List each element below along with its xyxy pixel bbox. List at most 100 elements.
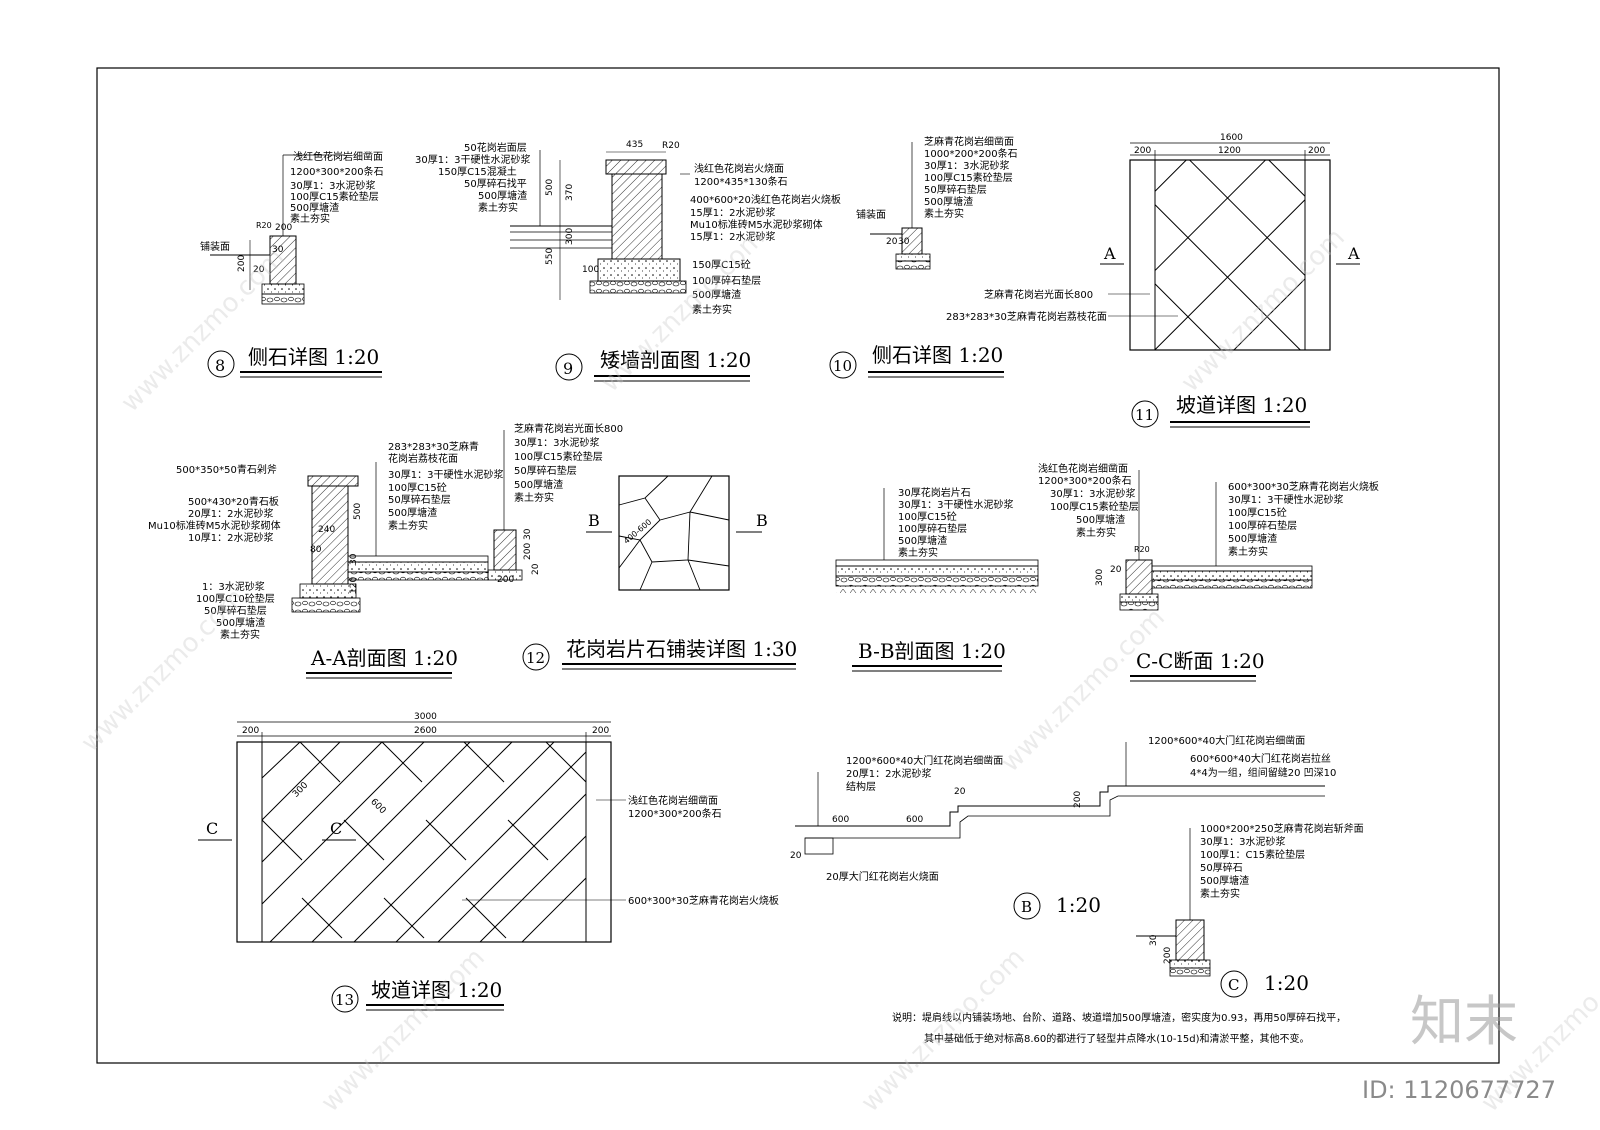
detail-b-steps: 1200*600*40大门红花岗岩细凿面 20厚1：2水泥砂浆 结构层 1200…	[790, 734, 1336, 920]
ramp-plan-13	[236, 741, 612, 943]
cc-curb	[1125, 559, 1153, 595]
d9-right-4: Mu10标准砖M5水泥砂浆砌体	[690, 218, 823, 231]
cc-dim-0: R20	[1134, 545, 1150, 554]
d12-num: 12	[526, 649, 545, 667]
wall-body	[611, 173, 663, 260]
aa-right-1: 30厚1：3水泥砂浆	[514, 436, 599, 449]
aa-mid-1: 花岗岩荔枝花面	[388, 452, 458, 465]
d10-label-0: 芝麻青花岗岩细凿面	[924, 135, 1014, 148]
aa-left-2: 20厚1：2水泥砂浆	[188, 507, 273, 520]
d10-label-4: 50厚碎石垫层	[924, 183, 987, 196]
d9-left-1: 30厚1：3干硬性水泥砂浆	[415, 153, 530, 166]
aa-left-4: 10厚1：2水泥砂浆	[188, 531, 273, 544]
cc-left-2: 30厚1：3水泥砂浆	[1050, 487, 1135, 500]
aa-mid-0: 283*283*30芝麻青	[388, 440, 479, 453]
d9-bottom-3: 素土夯实	[692, 303, 732, 316]
d13-section-right: C	[330, 819, 342, 838]
aa-title: A-A剖面图 1:20	[310, 646, 458, 670]
c-label-5: 素土夯实	[1200, 887, 1240, 900]
detail-13: 3000 200 2600 200 C C 300 600 浅红色花岗岩细凿面 …	[198, 712, 779, 1013]
d9-bottom-2: 500厚塘渣	[692, 288, 741, 301]
d8-dim-2: 200	[237, 255, 247, 272]
d11-num: 11	[1135, 406, 1154, 424]
aa-mid-5: 500厚塘渣	[388, 506, 437, 519]
detail-c: 1000*200*250芝麻青花岗岩斩斧面 30厚1：3水泥砂浆 100厚1：C…	[1136, 822, 1364, 998]
general-note-line-2: 其中基础低于绝对标高8.60的都进行了轻型井点降水(10-15d)和清淤平整，其…	[924, 1032, 1309, 1045]
d12-section-left: B	[588, 511, 600, 530]
b-tr-1: 600*600*40大门红花岗岩拉丝	[1190, 752, 1331, 765]
bb-label-4: 500厚塘渣	[898, 534, 947, 547]
wall-cap	[605, 159, 667, 175]
c-dim-1: 200	[1163, 947, 1173, 964]
cc-left-4: 500厚塘渣	[1076, 513, 1125, 526]
d9-num: 9	[563, 359, 573, 378]
d10-label-6: 素土夯实	[924, 207, 964, 220]
d9-right-5: 15厚1：2水泥砂浆	[690, 230, 775, 243]
cc-left-5: 素土夯实	[1076, 526, 1116, 539]
d9-right-0: 浅红色花岗岩火烧面	[694, 162, 784, 175]
b-dim-2: 20	[954, 787, 966, 797]
cc-dim-1: 300	[1095, 569, 1105, 586]
d8-dim-0: 200	[275, 223, 292, 233]
d8-label-1: 1200*300*200条石	[290, 165, 384, 178]
cc-right-3: 100厚碎石垫层	[1228, 519, 1297, 532]
d11-dim-3: 200	[1308, 146, 1325, 156]
d8-label-2: 30厚1：3水泥砂浆	[290, 179, 375, 192]
b-dim-3: 20	[790, 851, 802, 861]
curb-stone	[269, 235, 297, 285]
watermark-id: ID: 1120677727	[1362, 1076, 1556, 1104]
c-label-0: 1000*200*250芝麻青花岗岩斩斧面	[1200, 822, 1364, 835]
aa-lb-2: 50厚碎石垫层	[204, 604, 267, 617]
b-bottom: 20厚大门红花岗岩火烧面	[826, 870, 939, 883]
bb-label-3: 100厚碎石垫层	[898, 522, 967, 535]
cc-right-1: 30厚1：3干硬性水泥砂浆	[1228, 493, 1343, 506]
bb-title: B-B剖面图 1:20	[858, 639, 1006, 663]
d13-dim-2: 2600	[414, 726, 437, 736]
aa-mid-4: 50厚碎石垫层	[388, 493, 451, 506]
d9-left-5: 素土夯实	[478, 201, 518, 214]
d12-section-right: B	[756, 511, 768, 530]
detail-8: 浅红色花岗岩细凿面 1200*300*200条石 30厚1：3水泥砂浆 100厚…	[200, 150, 384, 378]
d9-dim-3: 370	[565, 184, 575, 201]
aa-right-2: 100厚C15素砼垫层	[514, 450, 603, 463]
d11-dim-1: 200	[1134, 146, 1151, 156]
detail-12: B B 400-600 12 花岗岩片石铺装详图 1:30	[522, 475, 797, 671]
d8-label-0: 浅红色花岗岩细凿面	[293, 150, 383, 163]
b-num: B	[1021, 898, 1032, 916]
b-dim-0: 600	[832, 815, 849, 825]
watermark-site: www.znzmo.com	[75, 583, 250, 758]
d11-title: 坡道详图 1:20	[1176, 393, 1307, 417]
d13-dim-0: 3000	[414, 712, 437, 722]
d8-label-5: 素土夯实	[290, 212, 330, 225]
aa-mid-3: 100厚C15砼	[388, 481, 447, 494]
d9-left-4: 500厚塘渣	[478, 189, 527, 202]
aa-lb-0: 1：3水泥砂浆	[202, 580, 265, 593]
d13-label-0: 浅红色花岗岩细凿面	[628, 794, 718, 807]
d9-left-0: 50花岗岩面层	[464, 141, 527, 154]
sheet-frame	[96, 67, 1500, 1064]
bb-label-5: 素土夯实	[898, 546, 938, 559]
d8-dim-3: 20	[253, 265, 265, 275]
aa-mid-2: 30厚1：3干硬性水泥砂浆	[388, 468, 503, 481]
aa-dim-2: 80	[310, 545, 322, 555]
c-num: C	[1228, 976, 1239, 994]
d9-dim-0: 435	[626, 140, 643, 150]
d8-title: 侧石详图 1:20	[248, 345, 379, 369]
cc-left-0: 浅红色花岗岩细凿面	[1038, 462, 1128, 475]
aa-dim-0: 500	[353, 503, 363, 520]
aa-left-0: 500*350*50青石剁斧	[176, 463, 277, 476]
bb-label-1: 30厚1：3干硬性水泥砂浆	[898, 498, 1013, 511]
ramp-paving-field	[1154, 159, 1306, 351]
d10-num: 10	[833, 357, 852, 375]
watermark-logo: 知末	[1410, 990, 1518, 1053]
d9-left-2: 150厚C15混凝土	[438, 165, 517, 178]
d11-section-right: A	[1347, 244, 1360, 263]
d12-title: 花岗岩片石铺装详图 1:30	[566, 637, 797, 661]
d8-paving: 铺装面	[200, 240, 230, 253]
d10-dim-0: 20	[886, 237, 898, 247]
bb-label-0: 30厚花岗岩片石	[898, 486, 971, 499]
aa-left-1: 500*430*20青石板	[188, 495, 279, 508]
d9-left-3: 50厚碎石找平	[464, 177, 527, 190]
b-tr-2: 4*4为一组，组间留缝20 凹深10	[1190, 766, 1336, 779]
aa-wall	[311, 485, 349, 585]
